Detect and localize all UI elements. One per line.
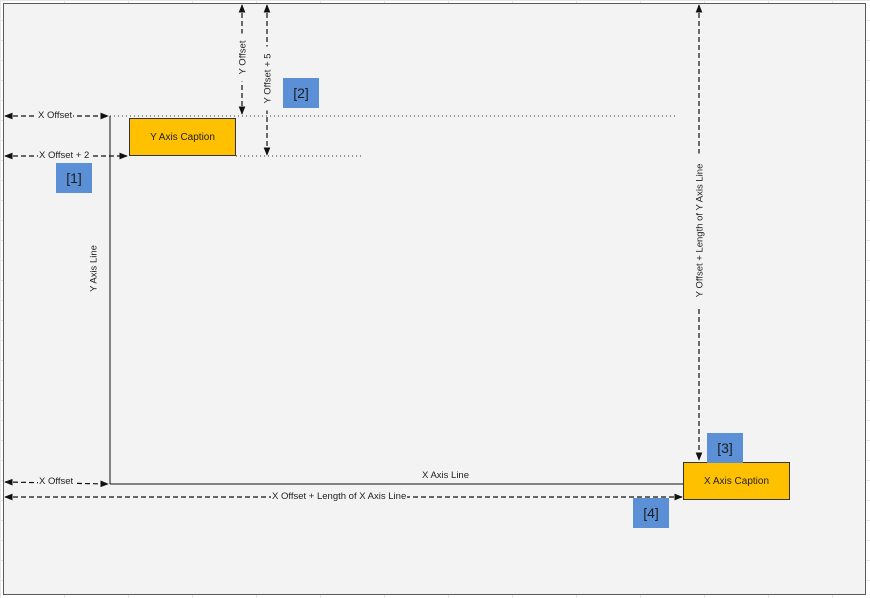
tag-4: [4] xyxy=(633,498,669,528)
x-axis-line-label: X Axis Line xyxy=(421,470,470,481)
x-offset-plus-length-label: X Offset + Length of X Axis Line xyxy=(271,491,408,502)
x-offset-plus-2-label: X Offset + 2 xyxy=(38,150,91,161)
y-offset-label: Y Offset xyxy=(237,33,249,82)
x-axis-caption-box: X Axis Caption xyxy=(683,462,790,500)
y-axis-caption-text: Y Axis Caption xyxy=(150,131,215,143)
x-axis-caption-text: X Axis Caption xyxy=(703,475,770,487)
y-axis-caption-box: Y Axis Caption xyxy=(129,118,236,156)
x-offset-top-label: X Offset xyxy=(37,110,74,121)
x-offset-bottom-label: X Offset xyxy=(38,476,75,487)
y-offset-plus-length-label: Y Offset + Length of Y Axis Line xyxy=(694,153,706,308)
tag-3: [3] xyxy=(707,433,743,463)
y-axis-line-label: Y Axis Line xyxy=(88,245,100,292)
tag-2: [2] xyxy=(283,78,319,108)
y-offset-plus-5-label: Y Offset + 5 xyxy=(262,46,274,111)
tag-1: [1] xyxy=(56,163,92,193)
